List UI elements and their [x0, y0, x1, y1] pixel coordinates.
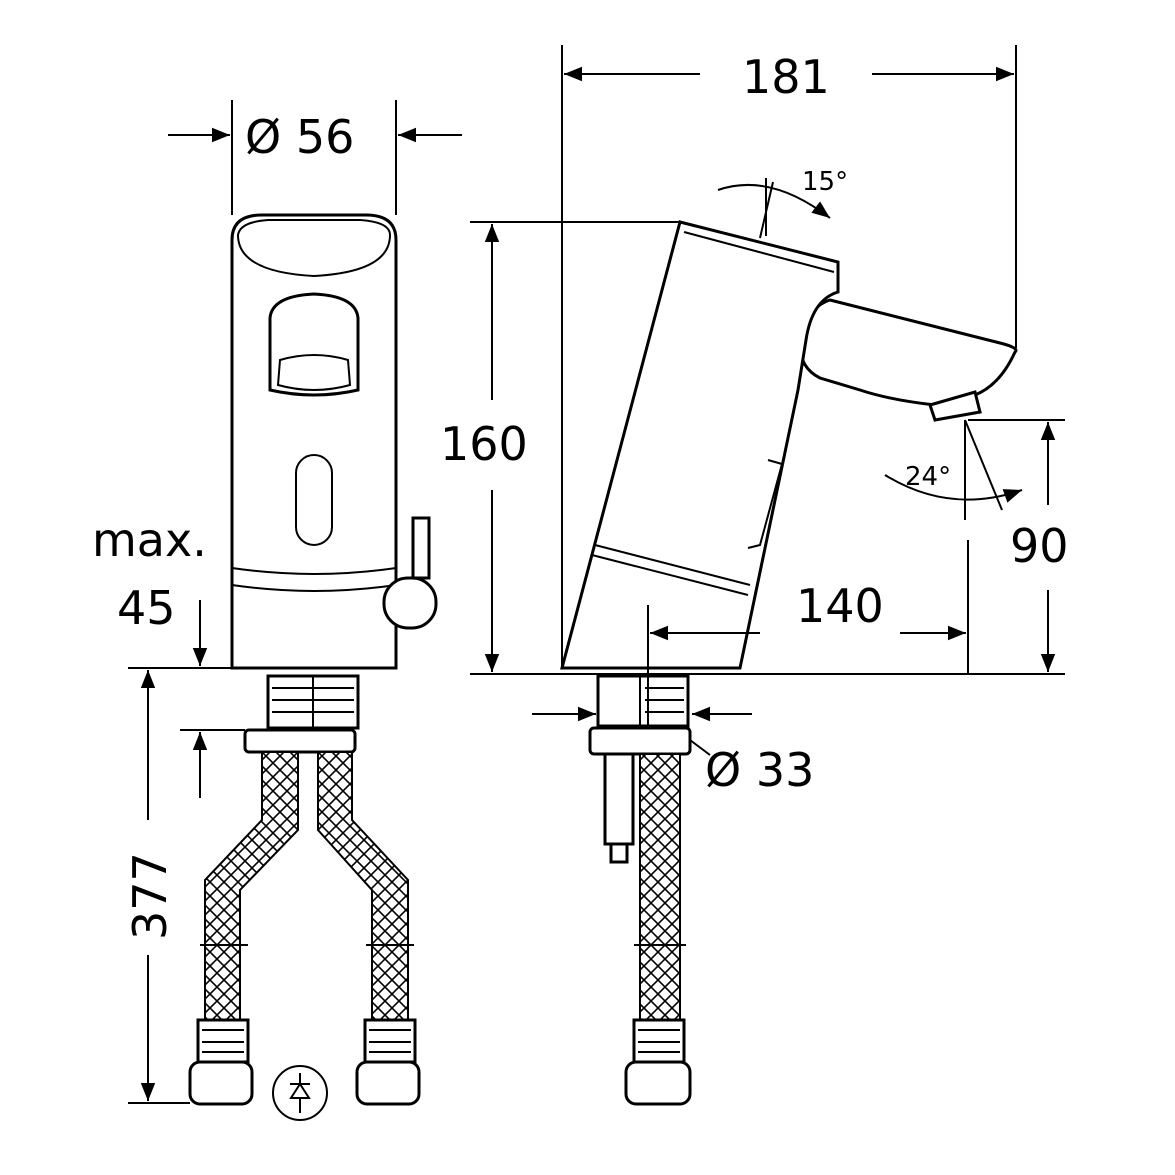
side-view [560, 220, 1018, 1106]
dimension-spout-tilt-angle: 15° [802, 167, 848, 197]
front-view [188, 213, 438, 1106]
front-dimensions [128, 100, 462, 1104]
dimension-spray-angle: 24° [905, 462, 951, 492]
dimension-spout-reach: 140 [796, 579, 884, 633]
dimension-body-diameter: Ø 56 [245, 110, 354, 164]
dimension-max-thickness: 45 [117, 581, 176, 635]
dimension-outlet-height: 90 [1010, 519, 1069, 573]
dimension-height: 160 [440, 417, 528, 471]
check-valve-icon [272, 1065, 328, 1121]
dimension-shank-diameter: Ø 33 [705, 743, 814, 797]
side-dimensions [470, 45, 1065, 756]
dimension-hose-length: 377 [123, 852, 177, 940]
dimension-max-label: max. [92, 513, 207, 567]
dimension-total-depth: 181 [742, 50, 830, 104]
